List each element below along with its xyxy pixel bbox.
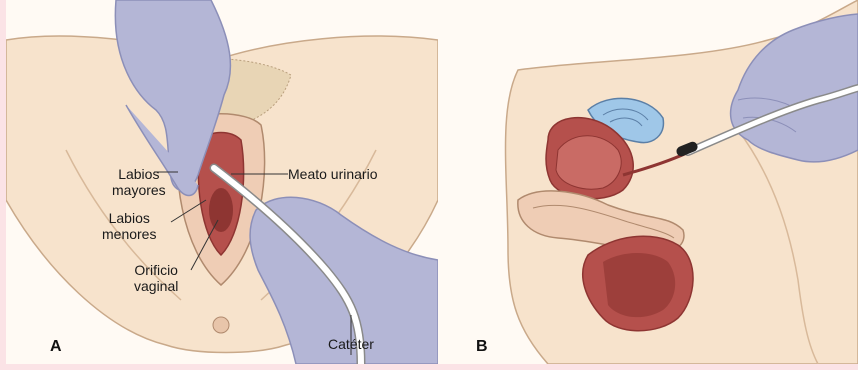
- label-cateter: Catéter: [328, 336, 374, 352]
- label-labios-menores-line1: Labios: [102, 210, 156, 226]
- panel-letter-a: A: [50, 338, 62, 356]
- panel-letter-b: B: [476, 338, 488, 356]
- label-labios-mayores: Labios mayores: [112, 166, 166, 198]
- label-labios-menores-line2: menores: [102, 226, 156, 242]
- label-labios-menores: Labios menores: [102, 210, 156, 242]
- label-labios-mayores-line2: mayores: [112, 182, 166, 198]
- panel-a-illustration: [6, 0, 438, 364]
- label-orificio-line2: vaginal: [134, 278, 178, 294]
- vaginal-orifice-shape: [209, 188, 233, 232]
- label-labios-mayores-line1: Labios: [112, 166, 166, 182]
- label-orificio-vaginal: Orificio vaginal: [134, 262, 178, 294]
- label-orificio-line1: Orificio: [134, 262, 178, 278]
- panel-b: B: [438, 0, 858, 364]
- panel-b-illustration: [438, 0, 858, 364]
- label-meato-urinario: Meato urinario: [288, 166, 378, 182]
- panel-a: Labios mayores Labios menores Orificio v…: [6, 0, 438, 364]
- glove-hand-b: [731, 14, 858, 162]
